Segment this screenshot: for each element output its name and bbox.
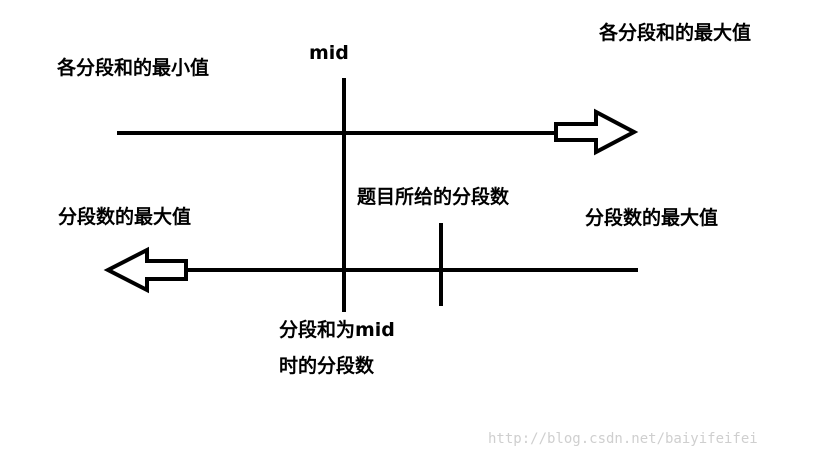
mid-segments-label-line1: 分段和为mid — [279, 319, 395, 341]
min-segment-sum-label: 各分段和的最小值 — [57, 57, 210, 79]
left-max-segments-label: 分段数的最大值 — [58, 206, 192, 228]
left-arrow-icon — [103, 246, 188, 294]
mid-segments-label-line2: 时的分段数 — [279, 355, 375, 377]
given-segments-label: 题目所给的分段数 — [357, 186, 510, 208]
max-segment-sum-label: 各分段和的最大值 — [599, 22, 752, 44]
right-max-segments-label: 分段数的最大值 — [585, 207, 719, 229]
right-arrow-icon — [554, 108, 639, 156]
mid-label: mid — [309, 42, 349, 64]
watermark-url: http://blog.csdn.net/baiyifeifei — [488, 431, 758, 447]
